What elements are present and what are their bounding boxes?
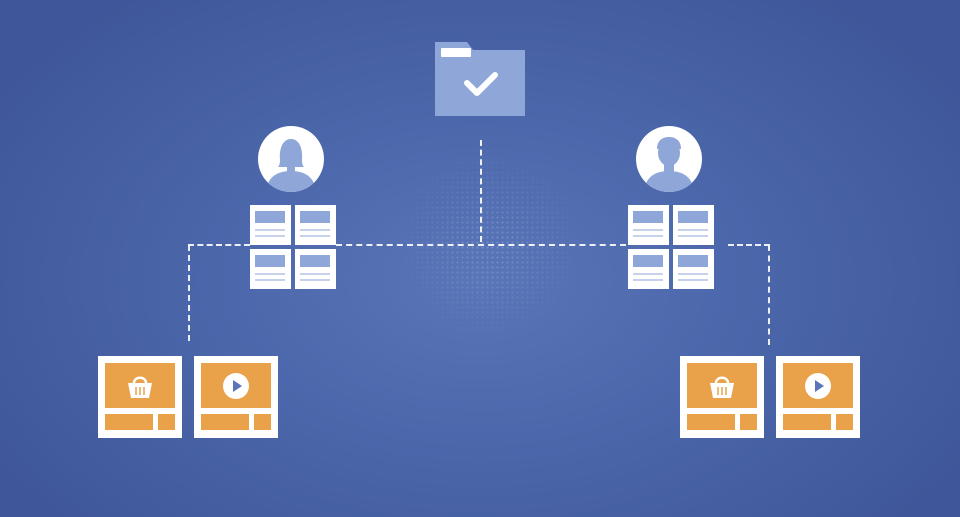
grid-card [295, 249, 336, 289]
grid-card [673, 205, 714, 245]
female-user-icon [258, 126, 324, 192]
connector-left-branch [188, 244, 250, 246]
connector-right-down [768, 245, 770, 345]
ad-media [105, 363, 175, 408]
folder-check-icon [435, 42, 525, 116]
ad-text-line [254, 414, 271, 430]
grid-card [628, 249, 669, 289]
ad-card-video [776, 356, 860, 438]
ad-card-video [194, 356, 278, 438]
ad-media [783, 363, 853, 408]
video-play-icon [805, 372, 831, 399]
connector-right-branch [728, 244, 770, 246]
ad-text-line [687, 414, 735, 430]
placements-grid-icon [628, 205, 714, 289]
shopping-basket-icon [710, 376, 734, 398]
shopping-basket-icon [128, 376, 152, 398]
ad-text-line [105, 414, 153, 430]
ad-text-line [740, 414, 757, 430]
grid-card [250, 249, 291, 289]
male-user-icon [636, 126, 702, 192]
grid-card [250, 205, 291, 245]
ad-media [687, 363, 757, 408]
ad-text-line [201, 414, 249, 430]
video-play-icon [223, 372, 249, 399]
ad-media [201, 363, 271, 408]
ad-card-shopping [680, 356, 764, 438]
connector-center-horizontal [336, 244, 626, 246]
grid-card [673, 249, 714, 289]
placements-grid-icon [250, 205, 336, 289]
grid-card [628, 205, 669, 245]
grid-card [295, 205, 336, 245]
connector-left-down [188, 245, 190, 341]
ad-card-shopping [98, 356, 182, 438]
ad-text-line [783, 414, 831, 430]
ad-text-line [158, 414, 175, 430]
ad-text-line [836, 414, 853, 430]
connector-root-down [480, 140, 482, 242]
